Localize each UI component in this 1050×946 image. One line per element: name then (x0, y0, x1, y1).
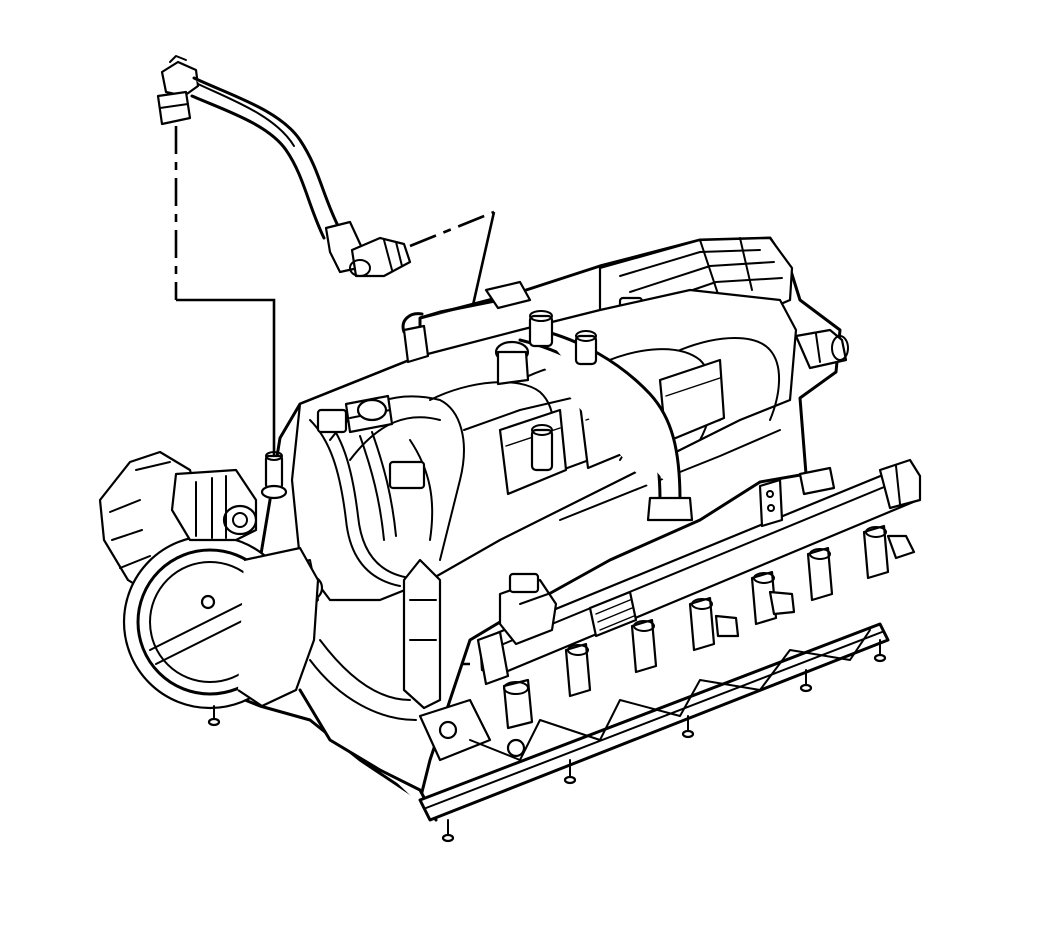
hose-upper-fitting (156, 55, 200, 126)
mounting-studs (207, 639, 887, 843)
right-bracket (758, 466, 836, 528)
manifold-flange (418, 622, 890, 822)
top-left-loop-tube (401, 280, 532, 364)
vacuum-hose (156, 55, 412, 278)
sensor-connectors (344, 310, 598, 472)
pcv-tube (494, 328, 694, 522)
wiring-harness (309, 408, 434, 587)
fuel-rail (476, 458, 922, 686)
fuel-injectors (502, 524, 916, 730)
intake-manifold-assembly (98, 236, 922, 843)
throttle-body (98, 450, 324, 710)
hose-lower-fitting (324, 220, 412, 278)
right-vent-pipe (794, 328, 849, 370)
manifold-vacuum-port (260, 451, 288, 500)
